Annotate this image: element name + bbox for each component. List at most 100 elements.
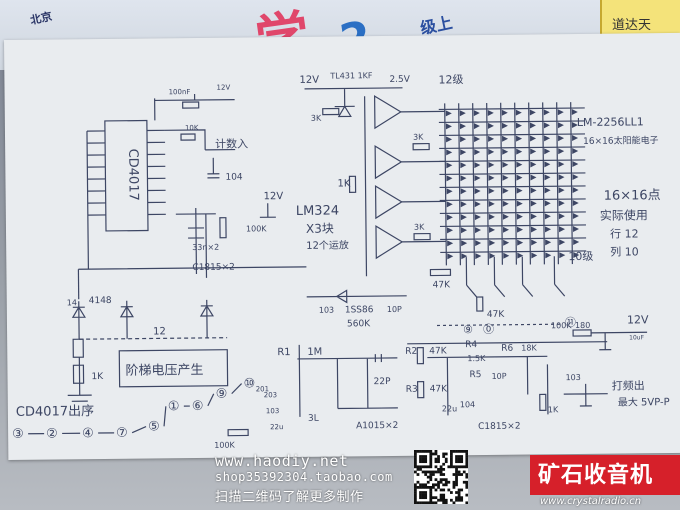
qr-module (439, 473, 443, 476)
schematic-paper: CD4017 100nF 12V 10K 计数入 104 100K 33n×2 … (4, 32, 680, 460)
led-diode (516, 161, 523, 168)
tl431-label: TL431 1KF (329, 71, 373, 80)
qr-module (457, 493, 461, 497)
qr-module (429, 465, 433, 469)
qr-module (457, 465, 461, 469)
qr-module (465, 452, 469, 456)
matrix-col-line (570, 102, 573, 265)
v12-top-left-label: 12V (299, 75, 319, 86)
qr-module (465, 493, 469, 497)
qr-module (426, 486, 430, 489)
led-diode (502, 187, 509, 194)
r2v-label: 47K (429, 346, 448, 356)
led-diode (474, 188, 481, 195)
oscillator-wiring (297, 344, 398, 417)
led-diode (530, 226, 538, 233)
qr-module (434, 488, 438, 492)
led-diode (488, 148, 495, 155)
cap-103-top-label: 103 (319, 306, 334, 315)
led-diode (517, 239, 524, 246)
qr-module (414, 488, 417, 492)
led-diode (544, 148, 551, 155)
r-14-label: 14 (67, 298, 77, 307)
led-diode (489, 252, 496, 259)
node-0-label: ⓪ (483, 323, 494, 336)
led-diode (502, 135, 509, 142)
qr-module (455, 470, 458, 474)
led-diode (572, 226, 580, 233)
qr-module (414, 493, 417, 497)
qr-module (455, 491, 458, 494)
cap-201-label: 201 (256, 385, 269, 393)
qr-module (414, 457, 417, 461)
qr-module (439, 493, 443, 497)
led-diode (530, 200, 537, 207)
led-diode (488, 161, 495, 168)
qr-module (465, 450, 469, 453)
qr-module (432, 473, 435, 476)
qr-module (455, 496, 458, 500)
qr-module (419, 457, 422, 461)
qr-module (450, 460, 453, 464)
rows-12-label: 12级 (438, 73, 463, 86)
led-diode (516, 187, 523, 194)
ladder-box (118, 349, 229, 388)
led-diode (573, 252, 580, 259)
qr-module (421, 486, 425, 489)
led-diode (516, 148, 523, 155)
led-diode (460, 136, 467, 143)
led-diode (488, 174, 495, 181)
led-diode (488, 213, 495, 220)
qr-module (429, 488, 433, 492)
led-diode (460, 214, 467, 221)
c1815-pair-wiring (175, 207, 216, 278)
qr-module (447, 480, 451, 484)
ladder-ground (67, 357, 92, 402)
matrix-col-line (458, 103, 461, 266)
led-diode (516, 135, 523, 142)
resistor-560k-label: 560K (347, 319, 371, 329)
qr-module (450, 457, 453, 461)
led-diode (516, 213, 523, 220)
qr-module (429, 501, 433, 505)
cap-33n-label: 33n×2 (192, 243, 219, 252)
cap-103-right-label: 103 (566, 373, 581, 382)
led-diode (529, 109, 536, 116)
led-diode (502, 161, 509, 168)
matrix-subtitle-label: 16×16太阳能电子 (583, 134, 659, 147)
label-12v-chip: 12V (216, 84, 230, 92)
led-diode (446, 162, 453, 169)
qr-module (414, 460, 417, 464)
qr-module (429, 452, 433, 456)
output-coupling (563, 383, 608, 407)
qr-module (424, 493, 428, 497)
cap-10p-label: 10P (387, 305, 402, 314)
qr-module (450, 462, 453, 466)
led-diode (530, 135, 537, 142)
resistor-1k (348, 175, 357, 193)
qr-module (457, 488, 461, 492)
led-diode (573, 239, 580, 246)
matrix-row-line (439, 172, 586, 176)
qr-module (452, 450, 456, 453)
led-diode (545, 252, 552, 259)
matrix-col-line (542, 102, 545, 265)
qr-module (416, 473, 420, 476)
qr-module (439, 480, 443, 484)
qr-module (416, 465, 420, 469)
led-diode (502, 200, 509, 207)
opamp-1 (373, 95, 402, 130)
led-diode (502, 213, 509, 220)
qr-module (434, 460, 438, 464)
led-diode (516, 200, 523, 207)
led-diode (474, 201, 481, 208)
led-diode (558, 161, 565, 168)
led-diode (501, 109, 508, 116)
led-diode (530, 187, 537, 194)
qr-module (437, 483, 440, 487)
qr-module (432, 470, 435, 474)
led-diode (572, 174, 579, 181)
qr-module (414, 483, 417, 487)
resistor-180 (572, 329, 592, 337)
qr-module (444, 480, 448, 484)
